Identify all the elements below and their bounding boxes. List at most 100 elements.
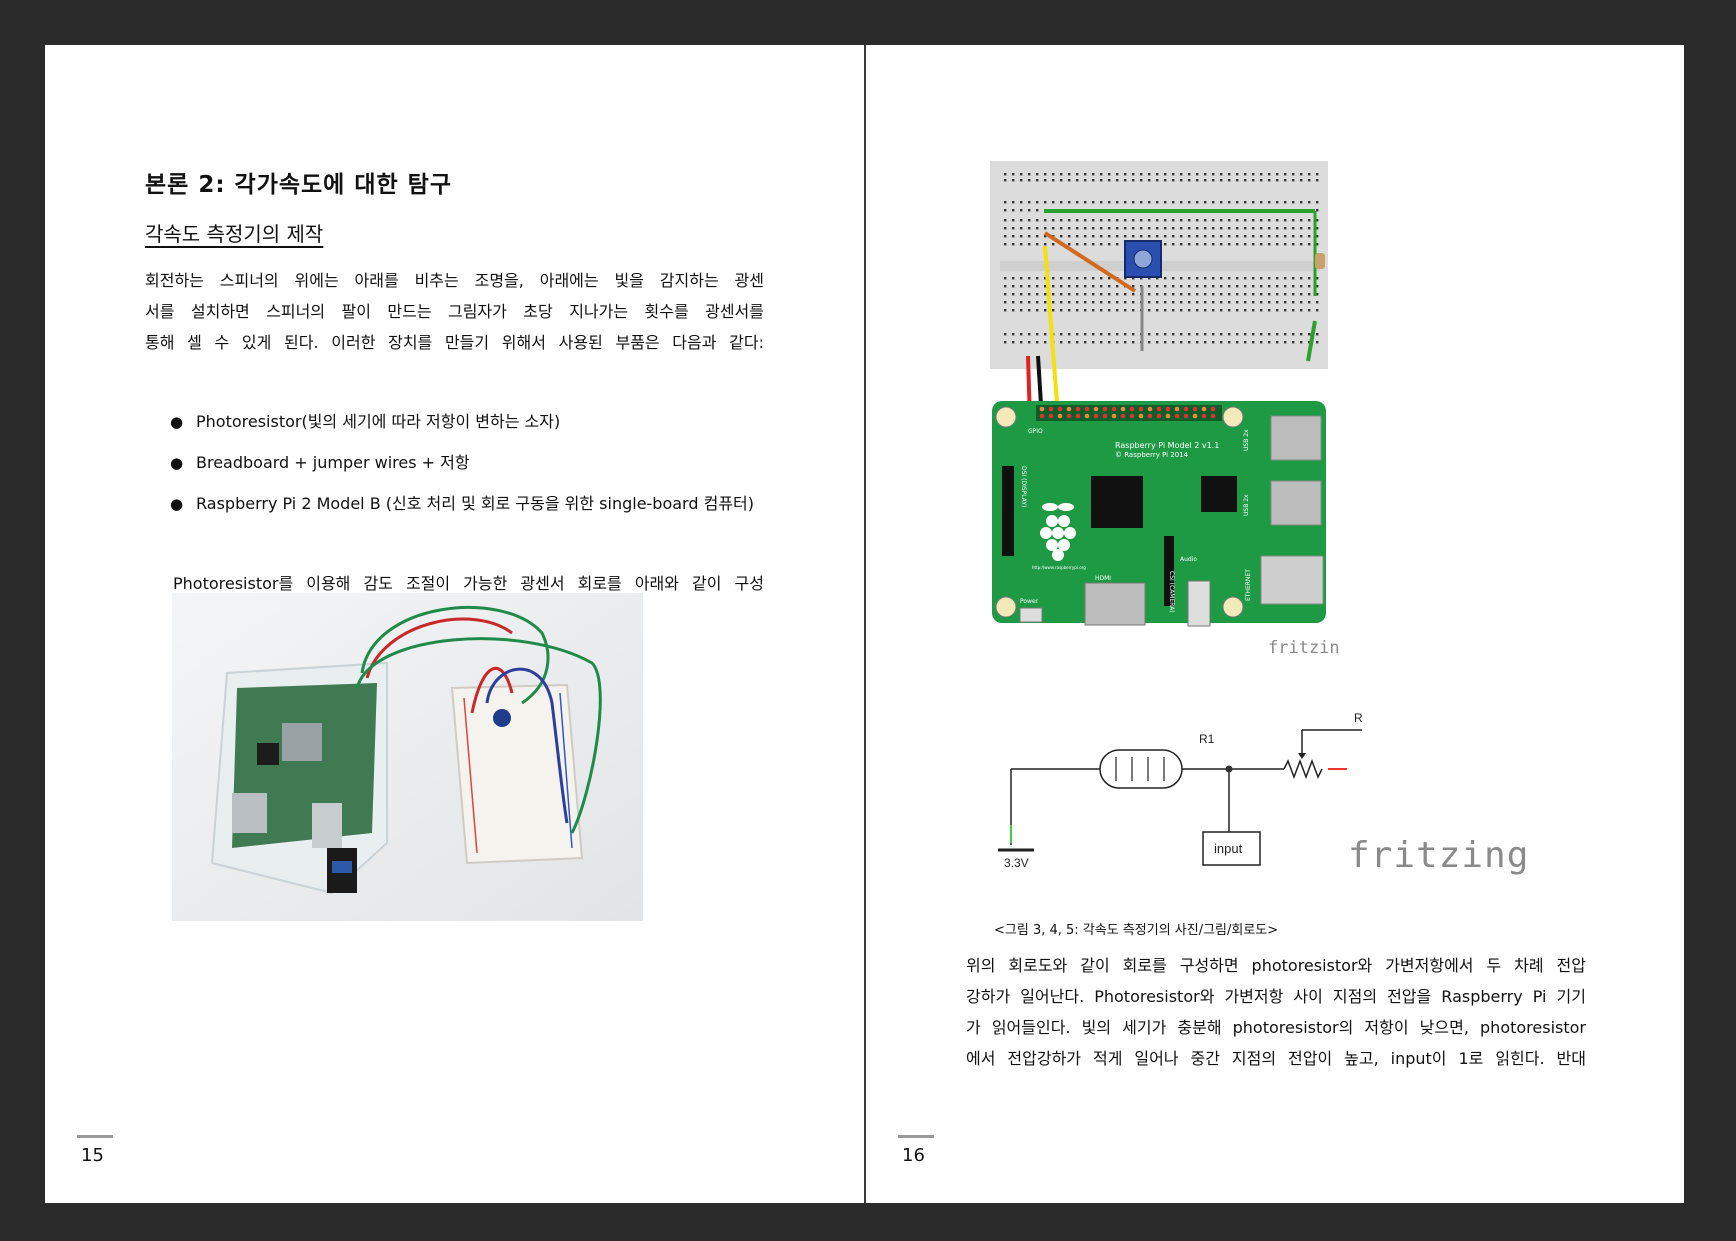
- breadboard-hole: [1004, 301, 1007, 304]
- breadboard-hole: [1148, 227, 1151, 230]
- audio-label: Audio: [1180, 556, 1197, 563]
- breadboard-hole: [1100, 201, 1103, 204]
- breadboard-hole: [1004, 277, 1007, 280]
- gpio-pin: [1057, 413, 1063, 419]
- breadboard-hole: [1004, 235, 1007, 238]
- breadboard-hole: [1276, 333, 1279, 336]
- breadboard-hole: [1124, 235, 1127, 238]
- breadboard-hole: [1092, 285, 1095, 288]
- soc-chip: [1091, 476, 1143, 528]
- breadboard-hole: [1220, 341, 1223, 344]
- gpio-pin: [1102, 413, 1108, 419]
- breadboard-hole: [1028, 201, 1031, 204]
- gpio-pin: [1048, 406, 1054, 412]
- breadboard-hole: [1244, 235, 1247, 238]
- breadboard-hole: [1108, 333, 1111, 336]
- breadboard-hole: [1012, 179, 1015, 182]
- breadboard-hole: [1244, 277, 1247, 280]
- breadboard-hole: [1012, 235, 1015, 238]
- breadboard-hole: [1092, 341, 1095, 344]
- breadboard-hole: [1108, 309, 1111, 312]
- breadboard-hole: [1108, 227, 1111, 230]
- breadboard-hole: [1100, 243, 1103, 246]
- breadboard-hole: [1100, 285, 1103, 288]
- gpio-pin: [1084, 413, 1090, 419]
- breadboard-hole: [1028, 173, 1031, 176]
- breadboard-hole: [1292, 201, 1295, 204]
- breadboard-hole: [1188, 227, 1191, 230]
- breadboard-hole: [1308, 285, 1311, 288]
- breadboard-hole: [1244, 173, 1247, 176]
- breadboard-hole: [1268, 179, 1271, 182]
- breadboard-hole: [1100, 301, 1103, 304]
- breadboard-hole: [1116, 219, 1119, 222]
- breadboard-hole: [1156, 219, 1159, 222]
- gpio-pin: [1201, 413, 1207, 419]
- breadboard-hole: [1044, 309, 1047, 312]
- breadboard-hole: [1068, 277, 1071, 280]
- breadboard-hole: [1244, 309, 1247, 312]
- breadboard-hole: [1196, 285, 1199, 288]
- breadboard-hole: [1148, 301, 1151, 304]
- breadboard-hole: [1244, 341, 1247, 344]
- gpio-pin: [1147, 413, 1153, 419]
- breadboard-hole: [1236, 301, 1239, 304]
- gpio-pin: [1102, 406, 1108, 412]
- usb-port: [1270, 415, 1322, 461]
- breadboard-hole: [1300, 227, 1303, 230]
- breadboard-hole: [1260, 173, 1263, 176]
- gpio-pin: [1147, 406, 1153, 412]
- breadboard-hole: [1292, 219, 1295, 222]
- breadboard-hole: [1244, 293, 1247, 296]
- breadboard-hole: [1196, 301, 1199, 304]
- breadboard-hole: [1212, 219, 1215, 222]
- breadboard-hole: [1212, 309, 1215, 312]
- breadboard-hole: [1268, 235, 1271, 238]
- breadboard-hole: [1156, 179, 1159, 182]
- breadboard-hole: [1044, 341, 1047, 344]
- breadboard-hole: [1052, 301, 1055, 304]
- breadboard-hole: [1076, 235, 1079, 238]
- breadboard-hole: [1076, 309, 1079, 312]
- breadboard-hole: [1124, 309, 1127, 312]
- breadboard-hole: [1140, 235, 1143, 238]
- breadboard-hole: [1276, 285, 1279, 288]
- breadboard-hole: [1212, 179, 1215, 182]
- breadboard-hole: [1220, 293, 1223, 296]
- gpio-pin: [1138, 413, 1144, 419]
- breadboard-hole: [1220, 277, 1223, 280]
- breadboard-hole: [1252, 201, 1255, 204]
- breadboard-hole: [1188, 309, 1191, 312]
- breadboard-hole: [1188, 179, 1191, 182]
- breadboard-hole: [1076, 293, 1079, 296]
- breadboard-hole: [1076, 173, 1079, 176]
- breadboard-hole: [1132, 235, 1135, 238]
- gpio-pin: [1075, 406, 1081, 412]
- breadboard-hole: [1300, 179, 1303, 182]
- breadboard-hole: [1084, 309, 1087, 312]
- voltage-label: 3.3V: [1004, 856, 1029, 870]
- breadboard-hole: [1004, 333, 1007, 336]
- breadboard-hole: [1300, 285, 1303, 288]
- breadboard-hole: [1268, 243, 1271, 246]
- paragraph-line: 강하가 일어난다. Photoresistor와 가변저항 사이 지점의 전압을…: [966, 987, 1586, 1006]
- breadboard-hole: [1004, 293, 1007, 296]
- breadboard-hole: [1100, 227, 1103, 230]
- breadboard-hole: [1164, 243, 1167, 246]
- breadboard-hole: [1228, 277, 1231, 280]
- breadboard-hole: [1148, 201, 1151, 204]
- raspberry-logo: [1040, 503, 1076, 561]
- breadboard-hole: [1204, 243, 1207, 246]
- breadboard-hole: [1108, 301, 1111, 304]
- breadboard-hole: [1068, 301, 1071, 304]
- breadboard-hole: [1276, 341, 1279, 344]
- breadboard-hole: [1276, 219, 1279, 222]
- breadboard-hole: [1116, 301, 1119, 304]
- breadboard-hole: [1284, 201, 1287, 204]
- breadboard-hole: [1068, 243, 1071, 246]
- breadboard-hole: [1260, 179, 1263, 182]
- breadboard-hole: [1284, 179, 1287, 182]
- breadboard-hole: [1188, 243, 1191, 246]
- breadboard-hole: [1116, 227, 1119, 230]
- breadboard-hole: [1260, 227, 1263, 230]
